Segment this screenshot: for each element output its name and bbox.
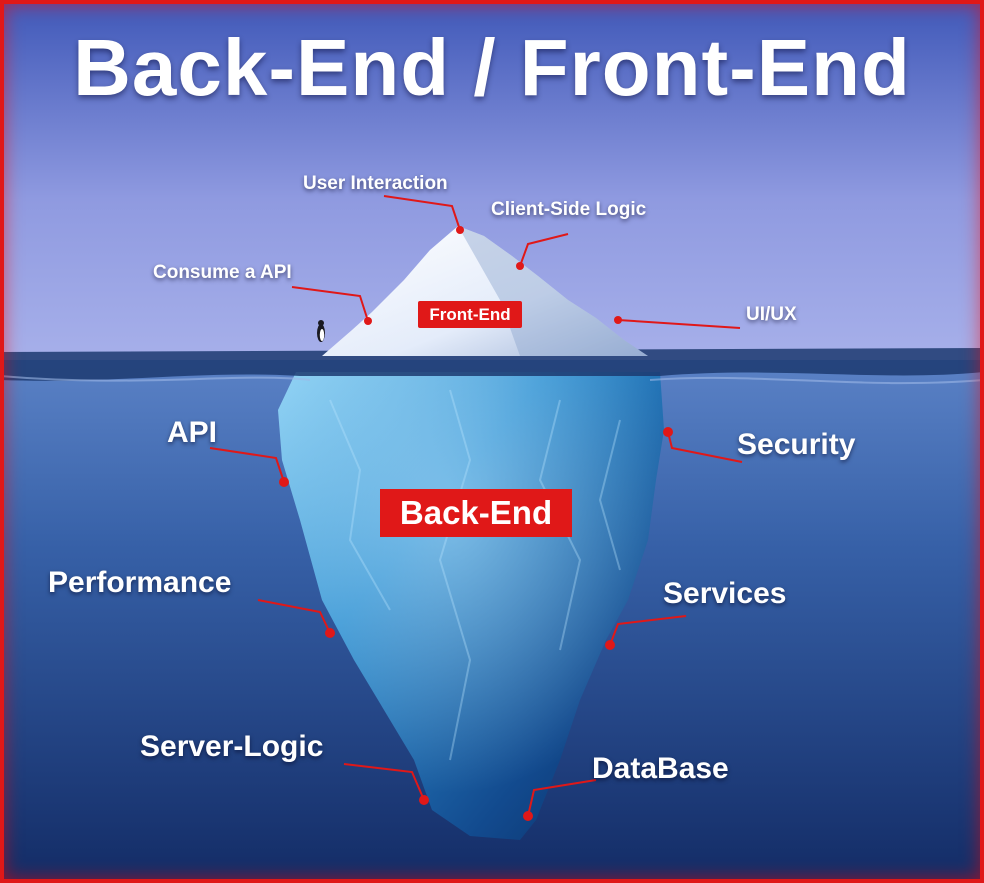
- label-performance: Performance: [48, 566, 232, 599]
- label-database: DataBase: [592, 752, 729, 785]
- front-end-tag: Front-End: [418, 301, 522, 328]
- leader-security: [667, 431, 743, 463]
- iceberg-peak-shade: [458, 226, 648, 356]
- leader-api: [209, 447, 285, 483]
- label-user-interaction: User Interaction: [303, 173, 448, 194]
- leader-server-logic: [343, 763, 425, 801]
- callout-dots: [279, 226, 673, 821]
- leader-client-side-logic: [519, 233, 569, 267]
- label-server-logic: Server-Logic: [140, 730, 324, 763]
- leader-user-interaction: [383, 195, 461, 231]
- label-consume-api: Consume a API: [153, 262, 292, 283]
- penguin: [317, 320, 325, 342]
- label-client-side-logic: Client-Side Logic: [491, 199, 647, 220]
- leader-performance: [257, 599, 331, 634]
- label-services: Services: [663, 577, 787, 610]
- leader-ui-ux: [617, 319, 741, 329]
- leader-services: [609, 615, 687, 646]
- label-security: Security: [737, 428, 856, 461]
- label-api: API: [167, 416, 218, 449]
- water-surface: [0, 348, 984, 381]
- leader-consume-api: [291, 286, 369, 322]
- label-ui-ux: UI/UX: [746, 304, 797, 325]
- leader-database: [527, 779, 597, 817]
- water-highlight: [0, 375, 984, 385]
- iceberg-peak: [322, 226, 648, 356]
- back-end-tag: Back-End: [380, 489, 572, 537]
- callout-leaders: [209, 195, 743, 817]
- page-title: Back-End / Front-End: [73, 23, 911, 112]
